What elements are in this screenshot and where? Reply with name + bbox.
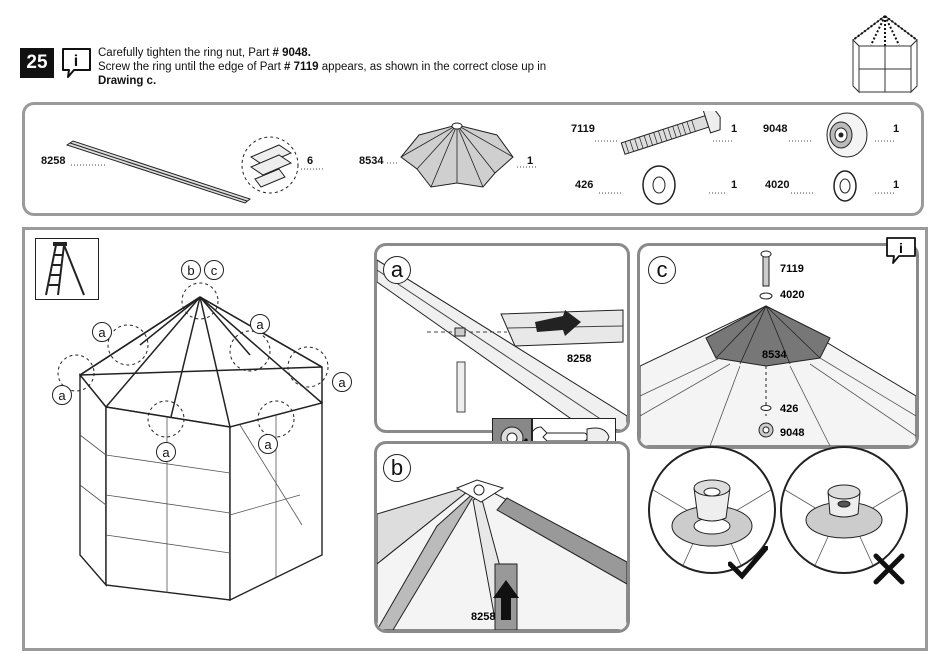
panel-c-label-9048: 9048 bbox=[780, 427, 804, 439]
ringnut-9048-drawing bbox=[789, 109, 929, 161]
callout-a: a bbox=[156, 442, 176, 462]
step-thumbnail bbox=[845, 12, 925, 101]
svg-text:i: i bbox=[899, 240, 903, 256]
cap-8534-drawing bbox=[387, 113, 537, 203]
callout-a: a bbox=[52, 385, 72, 405]
part-qty-426: 1 bbox=[731, 179, 737, 191]
step-number-badge: 25 bbox=[20, 48, 54, 78]
panel-b-part-label: 8258 bbox=[471, 611, 495, 623]
part-code-7119: 7119 bbox=[571, 123, 595, 135]
panel-c-letter: c bbox=[648, 256, 676, 284]
panel-b-letter: b bbox=[383, 454, 411, 482]
parts-list-panel: 8258 6 8534 1 7119 bbox=[22, 102, 924, 216]
panel-c-label-426: 426 bbox=[780, 403, 798, 415]
callout-a: a bbox=[250, 314, 270, 334]
detail-panel-a: 8258 a bbox=[374, 243, 630, 433]
callout-a: a bbox=[332, 372, 352, 392]
panel-a-part-label: 8258 bbox=[567, 353, 591, 365]
info-icon: i bbox=[885, 236, 919, 271]
part-qty-4020: 1 bbox=[893, 179, 899, 191]
callout-b: b bbox=[181, 260, 201, 280]
callout-c: c bbox=[204, 260, 224, 280]
part-code-8534: 8534 bbox=[359, 155, 383, 167]
callout-a: a bbox=[92, 322, 112, 342]
part-code-8258: 8258 bbox=[41, 155, 65, 167]
panel-c-label-4020: 4020 bbox=[780, 289, 804, 301]
part-code-426: 426 bbox=[575, 179, 593, 191]
gazebo-overview-drawing bbox=[40, 255, 360, 605]
check-mark-icon bbox=[728, 546, 768, 580]
bolt-7119-drawing bbox=[595, 111, 735, 157]
washer-426-drawing bbox=[599, 161, 729, 207]
panel-a-letter: a bbox=[383, 256, 411, 284]
part-qty-8258: 6 bbox=[307, 155, 313, 167]
callout-a: a bbox=[258, 434, 278, 454]
instruction-text: Carefully tighten the ring nut, Part # 9… bbox=[98, 46, 546, 88]
panel-c-label-7119: 7119 bbox=[780, 263, 804, 275]
part-qty-9048: 1 bbox=[893, 123, 899, 135]
svg-text:i: i bbox=[74, 53, 78, 70]
washer-4020-drawing bbox=[791, 161, 931, 207]
info-icon: i bbox=[60, 46, 94, 85]
part-code-9048: 9048 bbox=[763, 123, 787, 135]
panel-c-label-8534: 8534 bbox=[762, 349, 787, 361]
part-code-4020: 4020 bbox=[765, 179, 789, 191]
cross-mark-icon bbox=[872, 552, 906, 586]
rail-8258-drawing bbox=[65, 127, 355, 207]
part-qty-7119: 1 bbox=[731, 123, 737, 135]
part-qty-8534: 1 bbox=[527, 155, 533, 167]
detail-panel-c: 7119 4020 8534 426 9048 c bbox=[637, 243, 919, 449]
detail-panel-b: 8258 b bbox=[374, 441, 630, 633]
